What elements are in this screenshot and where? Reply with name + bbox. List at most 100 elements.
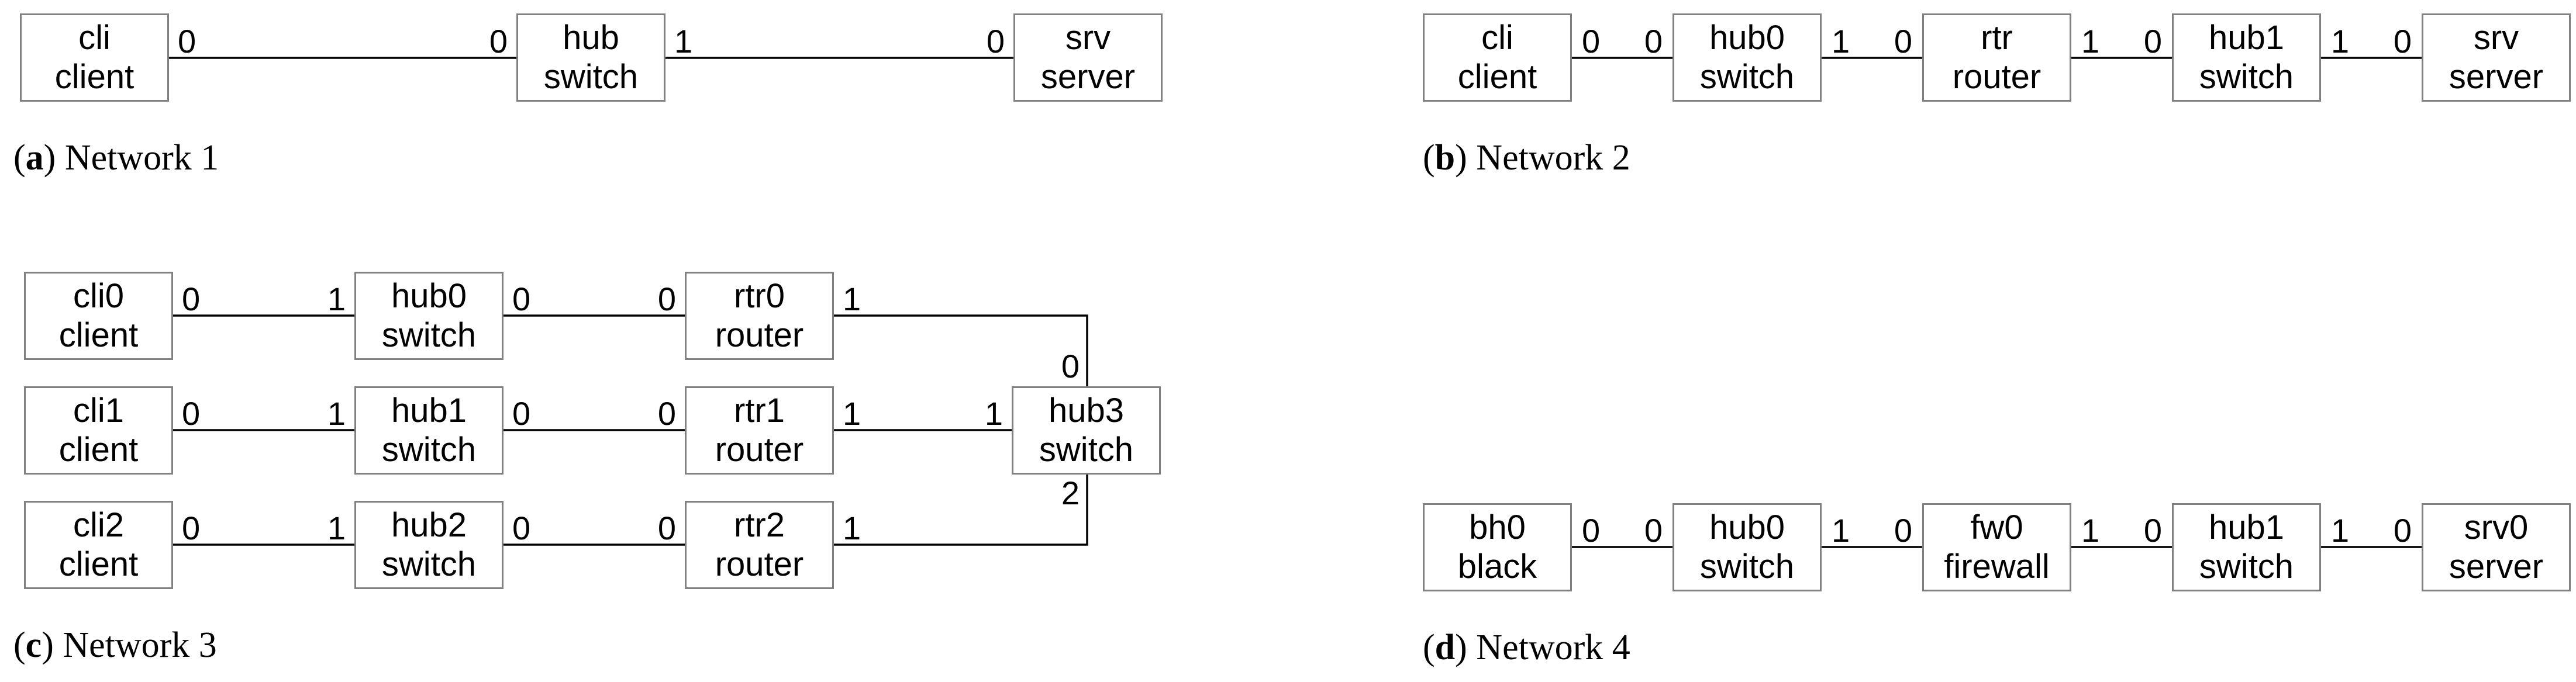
port-label: 0 — [657, 395, 676, 432]
port-label: 0 — [512, 510, 531, 546]
port-label: 1 — [1832, 512, 1850, 549]
node-name: hub0 — [391, 276, 467, 315]
node-type: router — [1952, 58, 2042, 96]
node-type: switch — [381, 545, 477, 584]
node-name: hub1 — [2208, 508, 2285, 546]
node-name: hub0 — [1709, 508, 1785, 546]
node-type: client — [1457, 58, 1537, 96]
node-type: black — [1457, 548, 1537, 586]
node-name: hub — [563, 18, 619, 57]
port-label: 0 — [1894, 23, 1912, 60]
node-name: hub3 — [1048, 391, 1125, 430]
node-name: cli — [1481, 18, 1513, 57]
port-label: 0 — [1894, 512, 1912, 549]
node-type: server — [2449, 548, 2544, 586]
node-type: router — [715, 545, 804, 584]
node-name: cli2 — [73, 506, 125, 544]
link-line — [834, 475, 1088, 546]
port-label: 1 — [674, 23, 693, 60]
node-name: cli0 — [73, 276, 125, 315]
node-name: srv0 — [2464, 508, 2529, 546]
panel-d-caption: (d) Network 4 — [1423, 628, 1630, 667]
port-label: 0 — [657, 510, 676, 546]
panel-b-caption-text: Network 2 — [1476, 138, 1630, 178]
node-type: server — [2449, 58, 2544, 96]
panel-b-caption: (b) Network 2 — [1423, 138, 1630, 178]
port-label: 1 — [327, 281, 346, 317]
panel-d-caption-text: Network 4 — [1476, 628, 1630, 667]
panel-a-caption-letter: a — [25, 138, 44, 178]
port-label: 0 — [182, 395, 201, 432]
port-label: 1 — [843, 395, 861, 432]
port-label: 0 — [182, 510, 201, 546]
port-label: 1 — [843, 510, 861, 546]
node-type: client — [58, 431, 139, 469]
panel-a-caption: (a) Network 1 — [13, 138, 219, 178]
port-label: 0 — [1582, 23, 1601, 60]
port-label: 2 — [1061, 475, 1080, 511]
port-label: 0 — [1061, 348, 1080, 385]
panel-c-caption-text: Network 3 — [63, 625, 217, 665]
port-label: 0 — [986, 23, 1005, 60]
node-type: router — [715, 431, 804, 469]
port-label: 0 — [657, 281, 676, 317]
port-label: 1 — [2331, 23, 2350, 60]
port-label: 0 — [2143, 512, 2162, 549]
node-name: cli — [78, 18, 111, 57]
port-label: 0 — [1644, 512, 1663, 549]
node-name: cli1 — [73, 391, 125, 430]
node-type: firewall — [1944, 548, 2050, 586]
node-type: client — [58, 316, 139, 355]
port-label: 0 — [178, 23, 196, 60]
panel-c-caption-letter: c — [25, 625, 42, 665]
node-type: switch — [381, 316, 477, 355]
node-name: rtr — [1981, 18, 2013, 57]
node-type: client — [54, 58, 135, 96]
port-label: 1 — [2331, 512, 2350, 549]
node-name: bh0 — [1469, 508, 1526, 546]
node-type: router — [715, 316, 804, 355]
node-name: hub1 — [391, 391, 467, 430]
node-name: hub1 — [2208, 18, 2285, 57]
panel-d-caption-letter: d — [1434, 628, 1456, 667]
node-type: switch — [1039, 431, 1134, 469]
node-type: client — [58, 545, 139, 584]
port-label: 0 — [182, 281, 201, 317]
port-label: 1 — [327, 510, 346, 546]
node-name: hub2 — [391, 506, 467, 544]
node-name: rtr0 — [734, 276, 785, 315]
node-name: fw0 — [1970, 508, 2023, 546]
port-label: 0 — [489, 23, 508, 60]
node-name: rtr2 — [734, 506, 785, 544]
port-label: 1 — [327, 395, 346, 432]
node-name: srv — [1065, 18, 1111, 57]
node-name: hub0 — [1709, 18, 1785, 57]
port-label: 1 — [843, 281, 861, 317]
port-label: 1 — [984, 395, 1003, 432]
port-label: 0 — [1582, 512, 1601, 549]
panel-b-caption-letter: b — [1434, 138, 1456, 178]
node-name: rtr1 — [734, 391, 785, 430]
panel-c-caption: (c) Network 3 — [13, 625, 217, 665]
node-type: switch — [543, 58, 639, 96]
node-name: srv — [2473, 18, 2519, 57]
